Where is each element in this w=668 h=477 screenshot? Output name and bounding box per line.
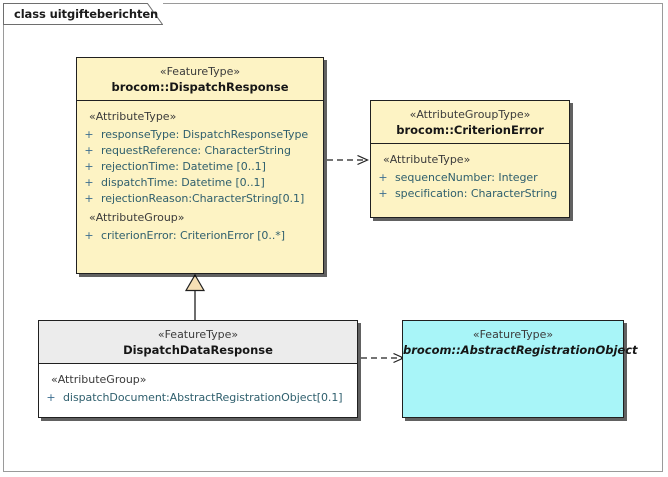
class-stereotype: «AttributeGroupType» [409,108,531,121]
attribute-label: requestReference: CharacterString [101,144,291,157]
compartment-label-attributetype: «AttributeType» [89,110,177,123]
attribute-label: responseType: DispatchResponseType [101,128,309,141]
attribute-row[interactable]: + dispatchTime: Datetime [0..1] [77,175,323,191]
compartment-label-attributegroup: «AttributeGroup» [89,211,185,224]
visibility-marker: + [84,128,94,141]
attribute-label: rejectionTime: Datetime [0..1] [101,160,266,173]
attribute-label: sequenceNumber: Integer [395,171,538,184]
class-name: brocom::DispatchResponse [111,80,289,94]
class-stereotype: «FeatureType» [472,328,554,341]
class-box-abstract-registration-object[interactable]: «FeatureType» brocom::AbstractRegistrati… [402,320,638,418]
class-name: brocom::CriterionError [396,123,544,137]
class-header-abstract-registration-object: «FeatureType» brocom::AbstractRegistrati… [403,321,638,363]
class-box-criterion-error[interactable]: «AttributeGroupType» brocom::CriterionEr… [370,100,570,218]
class-body-dispatch-data-response: «AttributeGroup» + dispatchDocument:Abst… [39,364,357,412]
class-body-criterion-error: «AttributeType» + sequenceNumber: Intege… [371,144,569,208]
title-tab-shape [3,3,163,25]
attribute-row[interactable]: + rejectionReason:CharacterString[0.1] [77,191,323,207]
attribute-label: rejectionReason:CharacterString[0.1] [101,192,305,205]
class-stereotype: «FeatureType» [159,65,241,78]
attribute-label: dispatchDocument:AbstractRegistrationObj… [63,391,343,404]
class-name: brocom::AbstractRegistrationObject [403,343,638,357]
compartment-label-attributetype: «AttributeType» [383,153,471,166]
class-name: DispatchDataResponse [123,343,273,357]
visibility-marker: + [84,160,94,173]
attribute-row[interactable]: + dispatchDocument:AbstractRegistrationO… [39,390,357,406]
diagram-title: class uitgifteberichten [14,7,159,21]
visibility-marker: + [84,192,94,205]
class-box-dispatch-data-response[interactable]: «FeatureType» DispatchDataResponse «Attr… [38,320,358,418]
attribute-row[interactable]: + criterionError: CriterionError [0..*] [77,228,323,244]
class-header-dispatch-data-response: «FeatureType» DispatchDataResponse [39,321,357,364]
diagram-frame [3,3,663,472]
visibility-marker: + [46,391,56,404]
attribute-label: specification: CharacterString [395,187,558,200]
visibility-marker: + [378,187,388,200]
attribute-row[interactable]: + requestReference: CharacterString [77,143,323,159]
attribute-row[interactable]: + rejectionTime: Datetime [0..1] [77,159,323,175]
attribute-label: dispatchTime: Datetime [0..1] [101,176,265,189]
class-header-criterion-error: «AttributeGroupType» brocom::CriterionEr… [371,101,569,144]
visibility-marker: + [84,229,94,242]
visibility-marker: + [84,176,94,189]
class-box-dispatch-response[interactable]: «FeatureType» brocom::DispatchResponse «… [76,57,324,274]
class-body-dispatch-response: «AttributeType» + responseType: Dispatch… [77,101,323,250]
compartment-label-attributegroup: «AttributeGroup» [51,373,147,386]
visibility-marker: + [84,144,94,157]
attribute-row[interactable]: + sequenceNumber: Integer [371,170,569,186]
visibility-marker: + [378,171,388,184]
diagram-title-tab: class uitgifteberichten [3,3,163,25]
class-stereotype: «FeatureType» [157,328,239,341]
class-header-dispatch-response: «FeatureType» brocom::DispatchResponse [77,58,323,101]
attribute-label: criterionError: CriterionError [0..*] [101,229,285,242]
attribute-row[interactable]: + specification: CharacterString [371,186,569,202]
attribute-row[interactable]: + responseType: DispatchResponseType [77,127,323,143]
